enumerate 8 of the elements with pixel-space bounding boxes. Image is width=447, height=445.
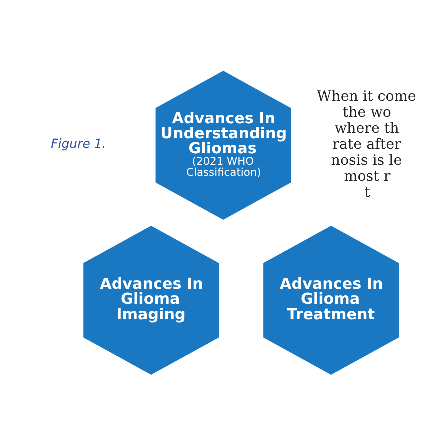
label: most r: [344, 168, 391, 184]
label: where th: [334, 120, 400, 136]
label: Figure 1.: [51, 135, 106, 150]
label: nosis is le: [331, 152, 402, 168]
label: When it come: [317, 88, 416, 104]
label: the wo: [342, 104, 392, 120]
label: rate after: [332, 136, 402, 152]
label: t: [364, 184, 370, 200]
